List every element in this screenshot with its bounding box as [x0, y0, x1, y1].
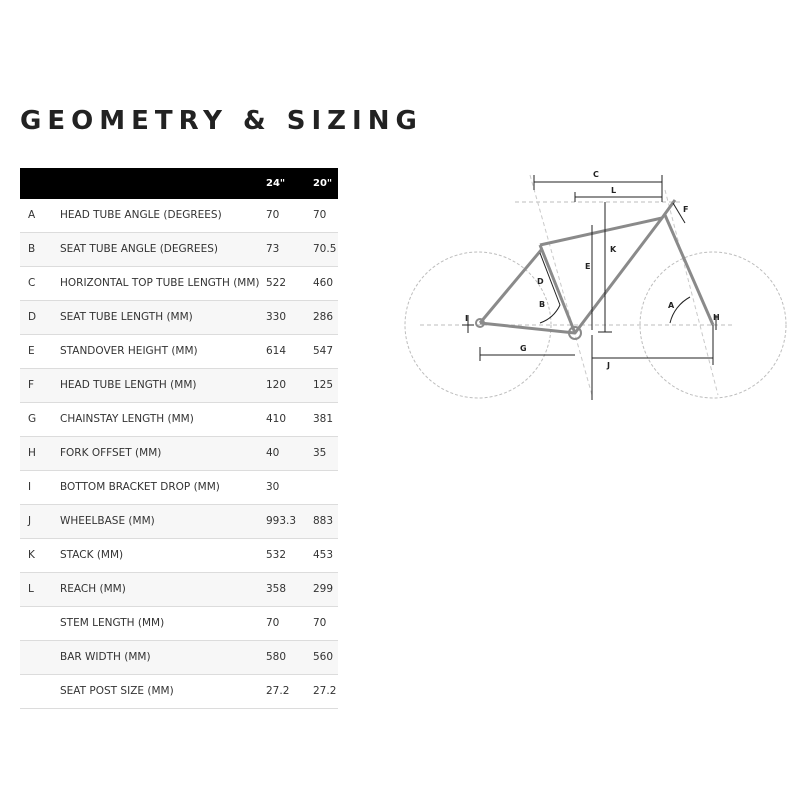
row-value-24: 522: [266, 266, 313, 301]
row-value-24: 70: [266, 606, 313, 641]
row-letter: A: [20, 199, 60, 233]
row-measurement-name: HEAD TUBE LENGTH (MM): [60, 368, 266, 403]
row-value-20: 381: [313, 402, 338, 437]
row-value-24: 70: [266, 199, 313, 233]
row-value-20: 70: [313, 199, 338, 233]
row-measurement-name: SEAT POST SIZE (MM): [60, 674, 266, 709]
row-value-20: 27.2: [313, 674, 338, 709]
row-measurement-name: WHEELBASE (MM): [60, 504, 266, 539]
row-value-20: [313, 470, 338, 505]
row-value-24: 614: [266, 334, 313, 369]
row-letter: I: [20, 470, 60, 505]
row-measurement-name: HEAD TUBE ANGLE (DEGREES): [60, 199, 266, 233]
row-letter: F: [20, 368, 60, 403]
row-value-24: 27.2: [266, 674, 313, 709]
row-letter: C: [20, 266, 60, 301]
row-value-20: 125: [313, 368, 338, 403]
dim-label-g: G: [520, 344, 527, 353]
row-measurement-name: FORK OFFSET (MM): [60, 436, 266, 471]
row-value-20: 299: [313, 572, 338, 607]
row-measurement-name: BOTTOM BRACKET DROP (MM): [60, 470, 266, 505]
dim-label-d: D: [537, 277, 544, 286]
header-name: [60, 168, 266, 199]
row-value-20: 286: [313, 300, 338, 335]
row-letter: L: [20, 572, 60, 607]
front-wheel: [639, 251, 787, 399]
dim-label-e: E: [585, 262, 590, 271]
row-value-20: 883: [313, 504, 338, 539]
row-value-20: 35: [313, 436, 338, 471]
row-measurement-name: BAR WIDTH (MM): [60, 640, 266, 675]
row-letter: [20, 674, 60, 709]
row-letter: [20, 606, 60, 641]
dim-label-a: A: [668, 301, 675, 310]
row-letter: H: [20, 436, 60, 471]
row-value-24: 993.3: [266, 504, 313, 539]
row-value-24: 580: [266, 640, 313, 675]
bike-geometry-diagram: C L F K E D B A H I G J: [404, 170, 787, 400]
row-letter: E: [20, 334, 60, 369]
rear-wheel: [404, 251, 552, 399]
header-letter: [20, 168, 60, 199]
row-measurement-name: STACK (MM): [60, 538, 266, 573]
row-value-24: 120: [266, 368, 313, 403]
row-value-20: 560: [313, 640, 338, 675]
dim-label-h: H: [713, 313, 720, 322]
dim-label-l: L: [611, 186, 616, 195]
row-measurement-name: CHAINSTAY LENGTH (MM): [60, 402, 266, 437]
row-measurement-name: SEAT TUBE LENGTH (MM): [60, 300, 266, 335]
row-value-24: 358: [266, 572, 313, 607]
dim-label-i: I: [465, 314, 468, 323]
row-letter: [20, 640, 60, 675]
dim-label-k: K: [610, 245, 617, 254]
row-value-24: 40: [266, 436, 313, 471]
header-size-24: 24": [266, 178, 286, 189]
row-letter: B: [20, 232, 60, 267]
row-value-20: 460: [313, 266, 338, 301]
row-measurement-name: STEM LENGTH (MM): [60, 606, 266, 641]
dim-label-f: F: [683, 205, 688, 214]
row-value-24: 532: [266, 538, 313, 573]
row-value-24: 30: [266, 470, 313, 505]
row-letter: D: [20, 300, 60, 335]
row-value-24: 410: [266, 402, 313, 437]
dim-label-c: C: [593, 170, 599, 179]
bike-frame: [478, 199, 715, 335]
row-letter: G: [20, 402, 60, 437]
row-measurement-name: HORIZONTAL TOP TUBE LENGTH (MM): [60, 266, 266, 301]
row-value-20: 70: [313, 606, 338, 641]
dim-label-b: B: [539, 300, 545, 309]
row-value-20: 453: [313, 538, 338, 573]
row-value-20: 547: [313, 334, 338, 369]
row-letter: K: [20, 538, 60, 573]
row-measurement-name: SEAT TUBE ANGLE (DEGREES): [60, 232, 266, 267]
row-value-24: 330: [266, 300, 313, 335]
page-title: GEOMETRY & SIZING: [20, 106, 423, 136]
row-value-20: 70.5: [313, 232, 338, 267]
header-size-20: 20": [313, 178, 333, 189]
row-value-24: 73: [266, 232, 313, 267]
dim-label-j: J: [606, 361, 610, 370]
row-letter: J: [20, 504, 60, 539]
row-measurement-name: REACH (MM): [60, 572, 266, 607]
row-measurement-name: STANDOVER HEIGHT (MM): [60, 334, 266, 369]
table-header-row: 24" 20": [20, 168, 338, 199]
